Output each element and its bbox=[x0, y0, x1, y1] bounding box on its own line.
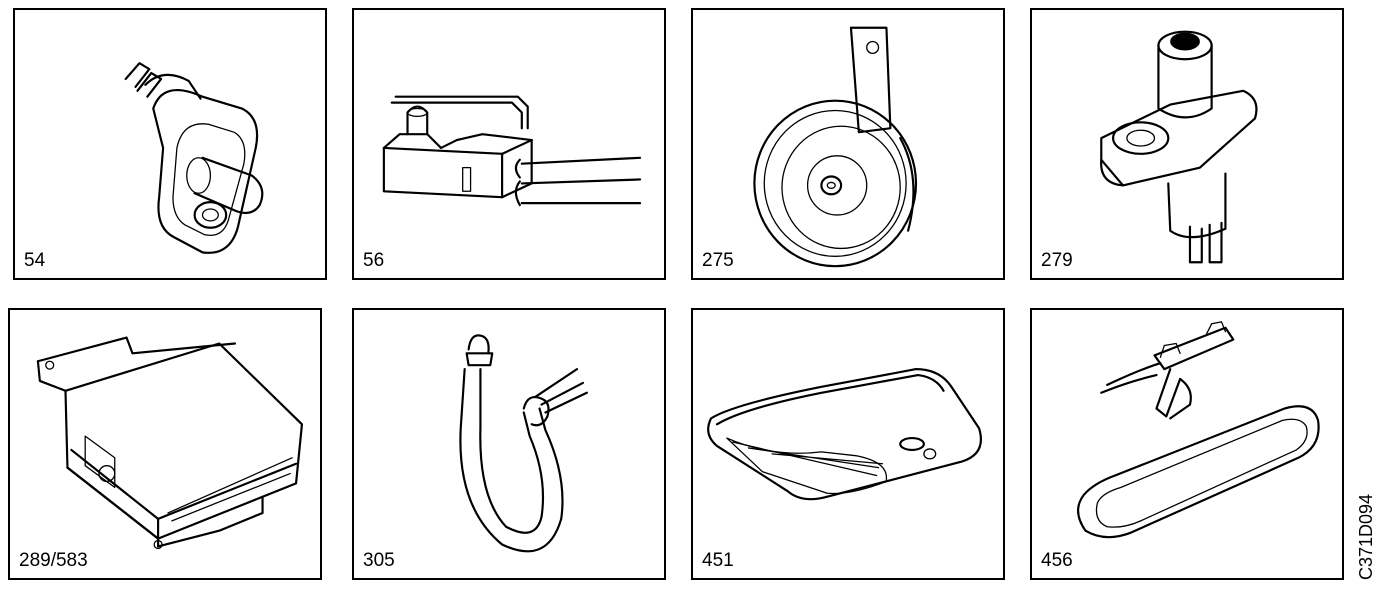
push-switch-icon bbox=[1100, 30, 1258, 264]
panel-label: 289/583 bbox=[19, 550, 88, 571]
horn-icon bbox=[753, 26, 918, 268]
diagram-code: C371D094 bbox=[1356, 493, 1376, 580]
panel-451: 451 bbox=[691, 308, 1005, 580]
panel-275: 275 bbox=[691, 8, 1005, 280]
panel-label: 456 bbox=[1041, 550, 1073, 571]
door-contact-switch-icon bbox=[124, 62, 264, 254]
panel-label: 451 bbox=[702, 550, 734, 571]
wired-bulb-icon bbox=[459, 334, 588, 553]
control-module-icon bbox=[36, 336, 304, 550]
panel-label: 54 bbox=[24, 250, 46, 271]
panel-305: 305 bbox=[352, 308, 666, 580]
panel-456: 456 bbox=[1030, 308, 1344, 580]
panel-label: 275 bbox=[702, 250, 734, 271]
panel-56: 56 bbox=[352, 8, 666, 280]
panel-label: 56 bbox=[363, 250, 385, 271]
courtesy-lamp-icon bbox=[707, 368, 982, 501]
panel-289-583: 289/583 bbox=[8, 308, 322, 580]
panel-label: 305 bbox=[363, 550, 395, 571]
panel-279: 279 bbox=[1030, 8, 1344, 280]
micro-switch-icon bbox=[382, 95, 642, 207]
rear-view-mirror-icon bbox=[1077, 321, 1320, 539]
panel-label: 279 bbox=[1041, 250, 1073, 271]
panel-54: 54 bbox=[13, 8, 327, 280]
